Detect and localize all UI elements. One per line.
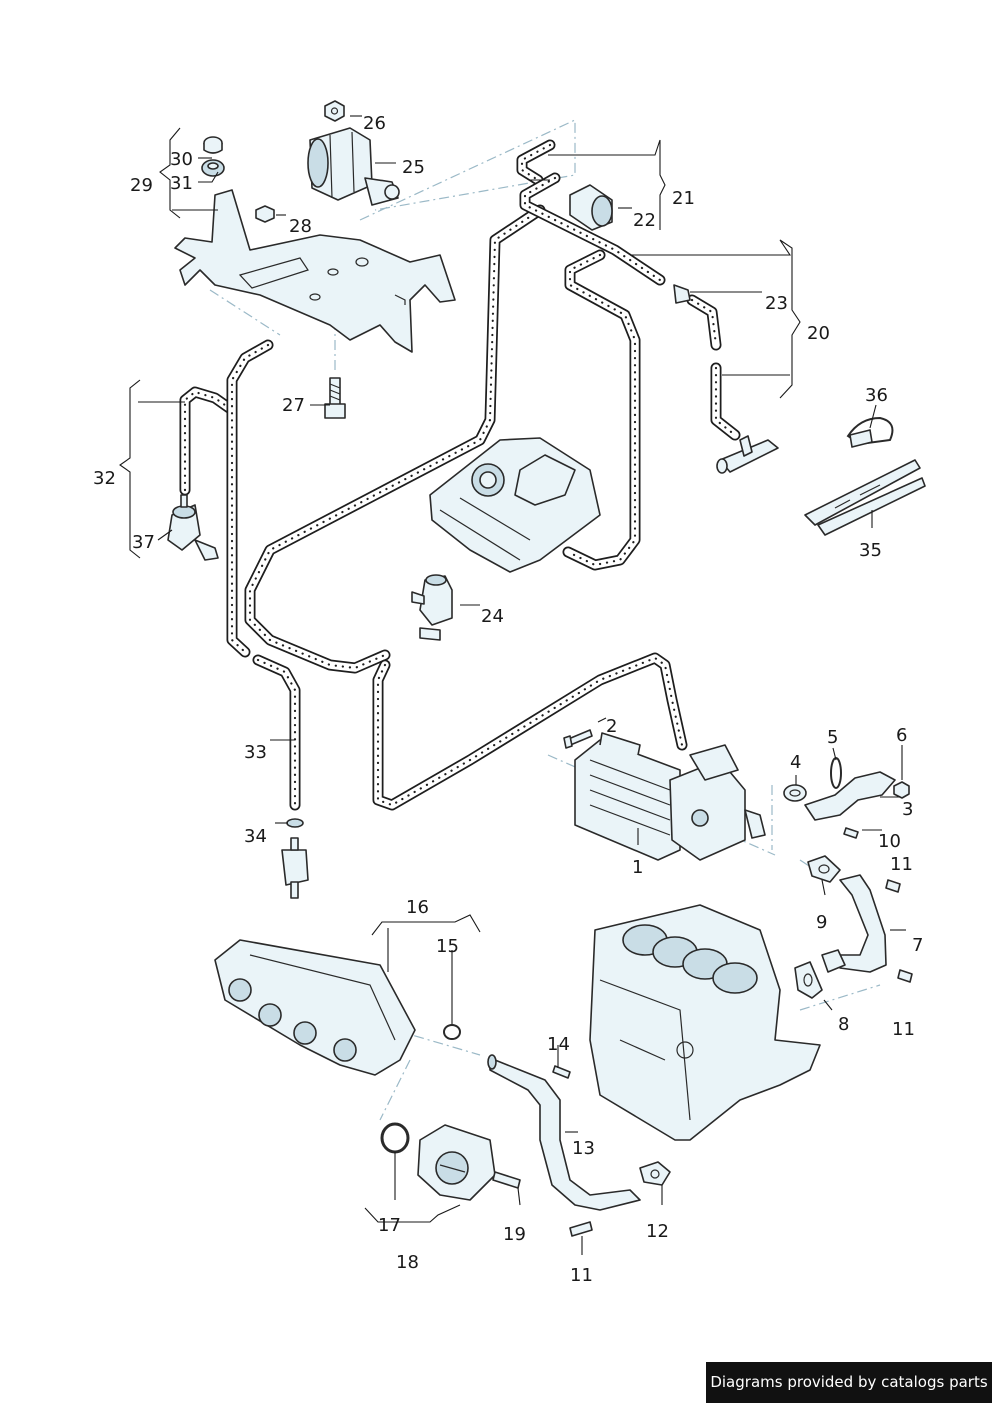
hose-right-loop: [562, 249, 641, 571]
cap-30-icon: [203, 136, 223, 154]
callout-31: 31: [170, 173, 193, 194]
filter-22: [569, 184, 613, 231]
hose-clamp-36-icon: [846, 416, 894, 448]
hose-21-upper: [516, 139, 556, 186]
clip-34-icon: [286, 818, 304, 828]
callout-12: 12: [646, 1221, 669, 1242]
bolt-14-icon: [552, 1065, 571, 1079]
callout-17: 17: [378, 1215, 401, 1236]
engine-block: [589, 904, 821, 1141]
solenoid-valve-24: [411, 574, 453, 641]
gasket-8-icon: [794, 961, 823, 999]
nut-28-icon: [255, 205, 275, 223]
callout-3: 3: [902, 799, 913, 820]
bolt-27-icon: [324, 377, 346, 419]
egr-pipe-3: [804, 771, 896, 821]
mounting-bracket: [174, 189, 456, 353]
egr-cooler-1: [574, 732, 766, 861]
bolt-11-lower-icon: [569, 1221, 593, 1237]
callout-26: 26: [363, 113, 386, 134]
hose-23: [686, 294, 741, 441]
egr-pipe-7: [821, 874, 887, 973]
callout-16: 16: [406, 897, 429, 918]
callout-36: 36: [865, 385, 888, 406]
hose-32: [179, 386, 238, 496]
hose-33: [252, 654, 301, 811]
cable-tie-35-icon: [804, 459, 926, 536]
bolt-11-right-icon: [897, 969, 913, 983]
callout-10: 10: [878, 831, 901, 852]
callout-21: 21: [672, 188, 695, 209]
callout-20: 20: [807, 323, 830, 344]
grommet-31-icon: [201, 159, 225, 177]
bolt-2-icon: [563, 729, 593, 749]
nut-26-icon: [324, 100, 345, 122]
cylinder-head-cover: [429, 437, 601, 573]
callout-6: 6: [896, 725, 907, 746]
vacuum-hoses: [179, 139, 741, 811]
callout-4: 4: [790, 752, 801, 773]
callout-9: 9: [816, 912, 827, 933]
throttle-body-18: [417, 1124, 496, 1201]
t-piece-connector: [716, 435, 779, 474]
bolt-10-icon: [843, 827, 859, 839]
egr-pipe-13: [487, 1054, 641, 1211]
hose-21-lower: [519, 172, 666, 286]
callout-22: 22: [633, 210, 656, 231]
callout-5: 5: [827, 727, 838, 748]
callout-15: 15: [436, 936, 459, 957]
intake-manifold-16: [214, 939, 416, 1076]
gasket-5-icon: [830, 757, 842, 789]
callout-32: 32: [93, 468, 116, 489]
valve-37: [167, 494, 219, 561]
gasket-12-icon: [639, 1161, 671, 1186]
bolt-19-icon: [492, 1171, 521, 1189]
leader-lines: [119, 115, 906, 1255]
inline-filter: [281, 837, 309, 899]
callout-11-lower: 11: [570, 1265, 593, 1286]
callout-27: 27: [282, 395, 305, 416]
callout-30: 30: [170, 149, 193, 170]
gasket-4-icon: [783, 784, 807, 802]
callout-7: 7: [912, 935, 923, 956]
hose-left-vertical: [226, 339, 274, 658]
callout-24: 24: [481, 606, 504, 627]
callout-19: 19: [503, 1224, 526, 1245]
callout-13: 13: [572, 1138, 595, 1159]
callout-labels: 26 25 30 31 29 28 21 22 23 20 27 36 32 3…: [93, 113, 923, 1286]
hose-main-loop: [244, 204, 546, 674]
o-ring-15-icon: [443, 1024, 461, 1040]
pressure-converter-25: [307, 127, 400, 206]
watermark-banner: Diagrams provided by catalogs parts: [706, 1362, 992, 1403]
o-ring-17-icon: [380, 1122, 410, 1154]
callout-14: 14: [547, 1034, 570, 1055]
callout-33: 33: [244, 742, 267, 763]
callout-23: 23: [765, 293, 788, 314]
callout-28: 28: [289, 216, 312, 237]
callout-18: 18: [396, 1252, 419, 1273]
callout-34: 34: [244, 826, 267, 847]
gasket-9-icon: [807, 855, 841, 883]
callout-1: 1: [632, 857, 643, 878]
bolt-11-upper-icon: [885, 879, 901, 893]
nut-6-icon: [893, 781, 910, 799]
callout-11-right: 11: [892, 1019, 915, 1040]
callout-35: 35: [859, 540, 882, 561]
callout-11-upper: 11: [890, 854, 913, 875]
callout-29: 29: [130, 175, 153, 196]
callout-37: 37: [132, 532, 155, 553]
callout-2: 2: [606, 716, 617, 737]
callout-25: 25: [402, 157, 425, 178]
callout-8: 8: [838, 1014, 849, 1035]
connector-23-icon: [673, 284, 691, 304]
hose-to-egr: [372, 652, 688, 811]
